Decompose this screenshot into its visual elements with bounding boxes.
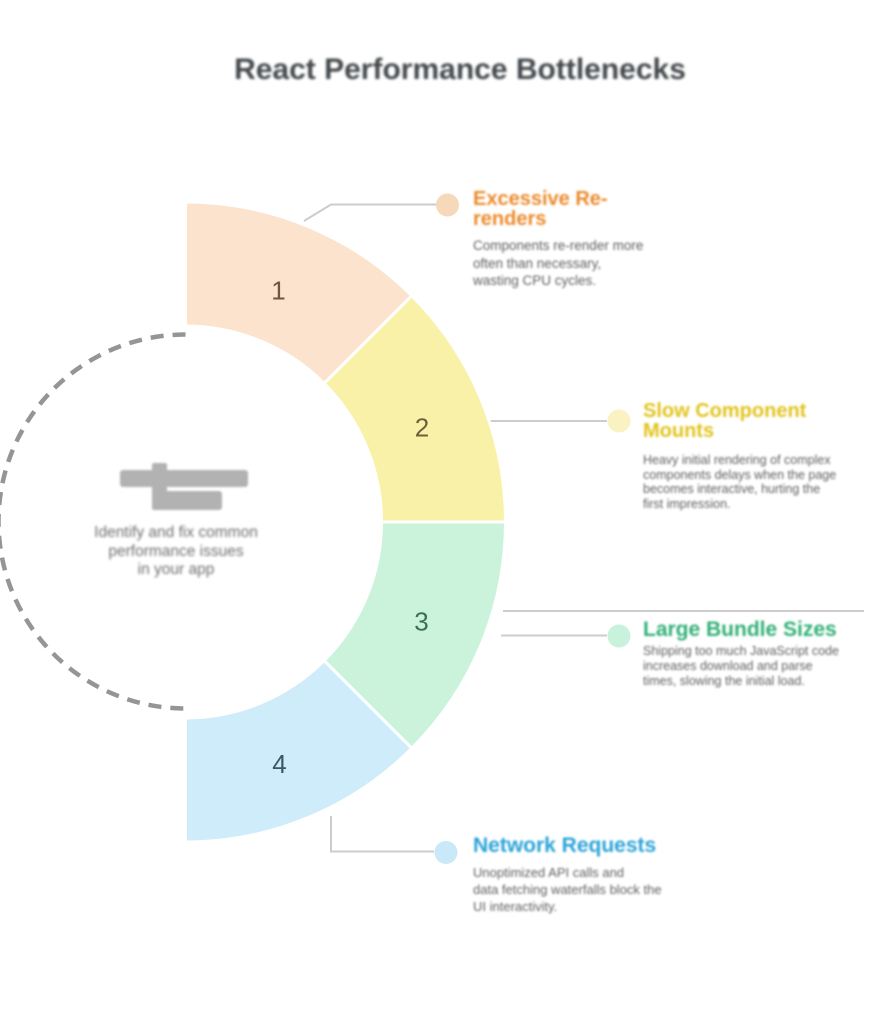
svg-text:1: 1: [271, 276, 285, 306]
svg-text:3: 3: [414, 607, 428, 637]
svg-text:2: 2: [415, 413, 429, 443]
svg-text:4: 4: [272, 749, 286, 779]
